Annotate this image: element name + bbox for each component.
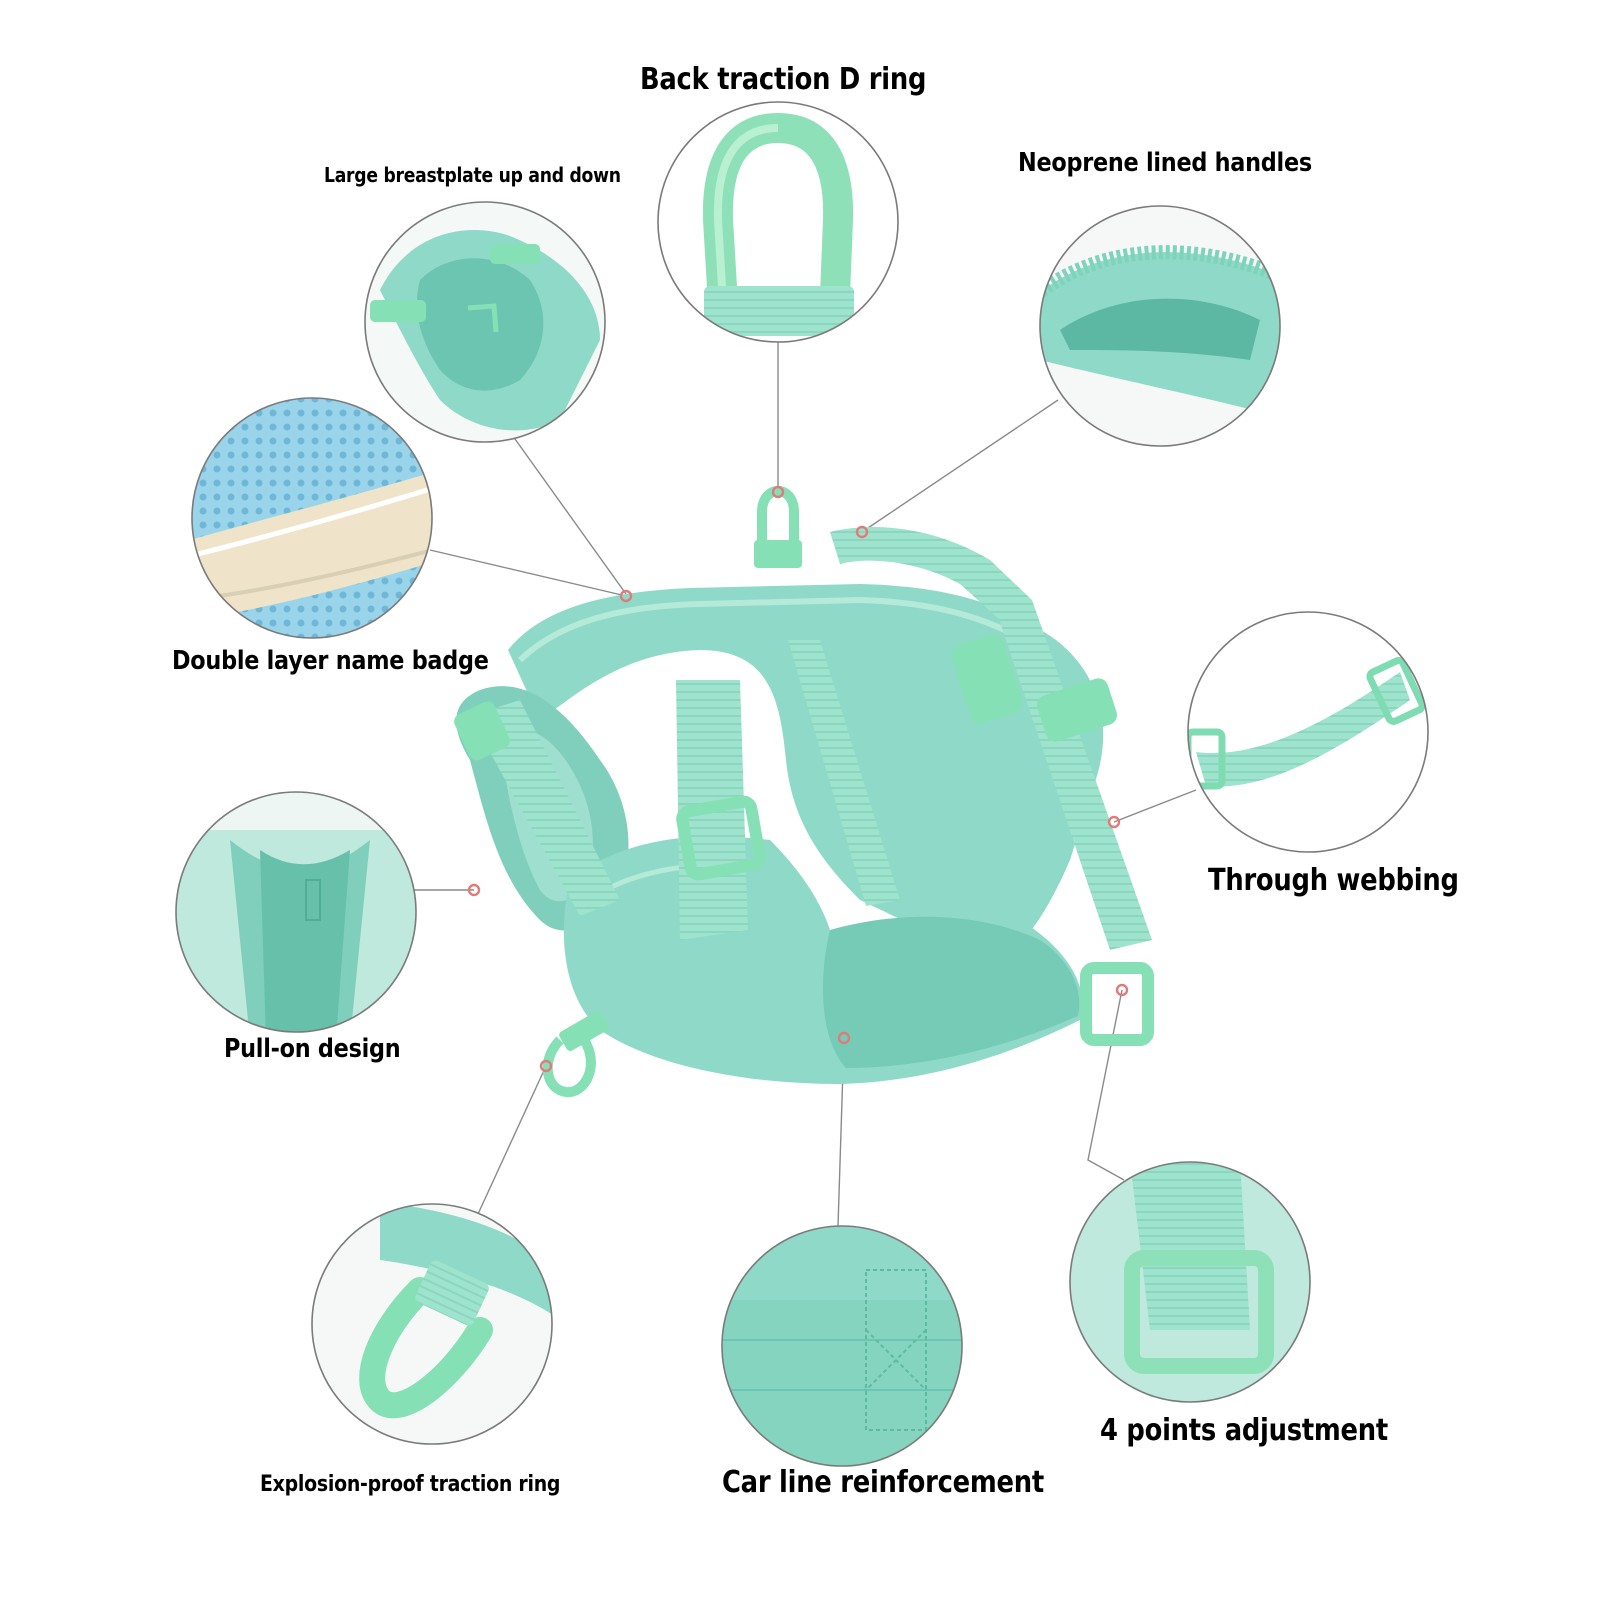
marker-explosion (539, 1059, 553, 1073)
detail-breastplate-photo (364, 201, 606, 443)
detail-adjustment-photo (1069, 1161, 1311, 1403)
label-pull-on-design: Pull-on design (224, 1034, 401, 1064)
marker-handle (855, 525, 869, 539)
leader-lines (412, 342, 1197, 1227)
leader-line-badge (429, 549, 627, 597)
leader-line-adjustment (1087, 989, 1125, 1181)
leader-line-webbing (1113, 789, 1197, 823)
detail-handle-photo (1039, 205, 1281, 447)
marker-pull-on (467, 883, 481, 897)
detail-d-ring-photo (657, 101, 899, 343)
detail-car-line-photo (721, 1225, 963, 1467)
label-car-line-reinforcement: Car line reinforcement (722, 1465, 1044, 1500)
label-large-breastplate: Large breastplate up and down (324, 163, 621, 187)
marker-adjustment (1115, 983, 1129, 997)
harness-main-image (454, 486, 1154, 1097)
marker-d-ring (771, 485, 785, 499)
detail-badge-photo (191, 397, 433, 639)
detail-webbing-photo (1187, 611, 1429, 853)
label-neoprene-lined-handles: Neoprene lined handles (1018, 148, 1312, 178)
leader-line-explosion (477, 1065, 547, 1215)
detail-pull-on-photo (175, 791, 417, 1033)
label-through-webbing: Through webbing (1208, 863, 1459, 898)
label-four-points-adjustment: 4 points adjustment (1100, 1413, 1388, 1448)
leader-line-breastplate (509, 431, 627, 595)
label-back-traction-d-ring: Back traction D ring (640, 62, 927, 97)
marker-webbing (1107, 815, 1121, 829)
marker-car-line (837, 1031, 851, 1045)
detail-explosion-ring-photo (311, 1203, 553, 1445)
leader-line-handle (861, 399, 1059, 533)
label-explosion-proof-traction-ring: Explosion-proof traction ring (260, 1472, 561, 1497)
marker-dots (467, 485, 1129, 1073)
label-double-layer-name-badge: Double layer name badge (172, 646, 489, 676)
marker-breastplate (619, 589, 633, 603)
